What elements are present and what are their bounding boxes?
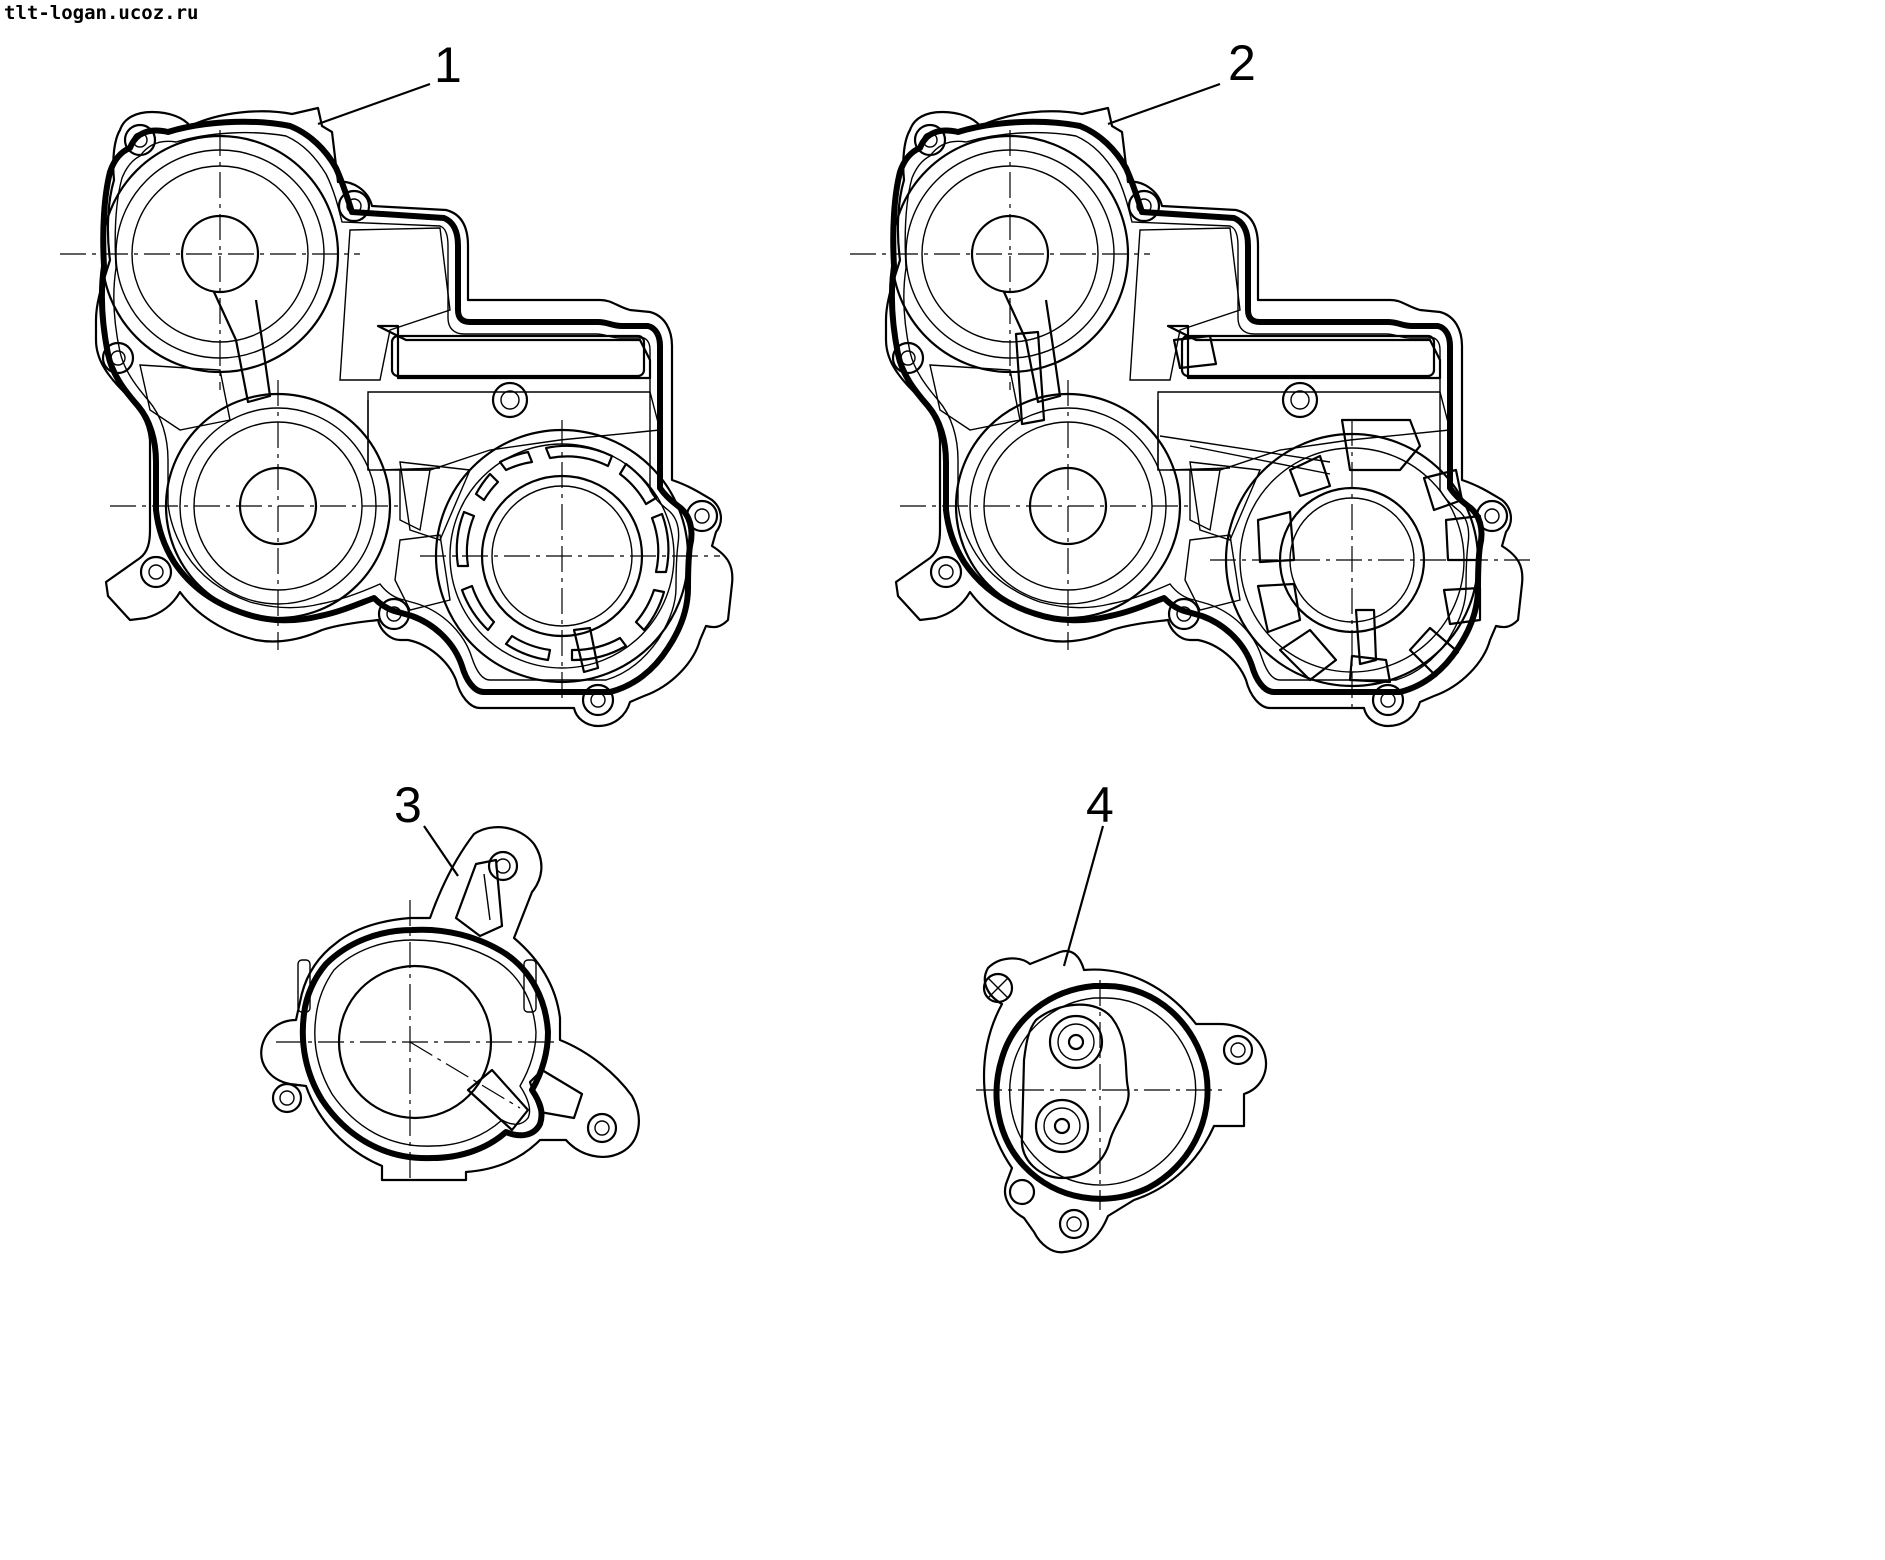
callout-1: 1: [434, 37, 462, 93]
part-3-small-gasket: [260, 825, 640, 1182]
part-2-cover-gasket: [850, 82, 1530, 726]
callout-4: 4: [1086, 777, 1114, 833]
site-watermark: tlt-logan.ucoz.ru: [4, 2, 199, 24]
part-4-small-gasket: [976, 825, 1268, 1254]
callout-2: 2: [1228, 35, 1256, 91]
callout-3: 3: [394, 777, 422, 833]
part-1-cover-gasket: [60, 82, 732, 726]
